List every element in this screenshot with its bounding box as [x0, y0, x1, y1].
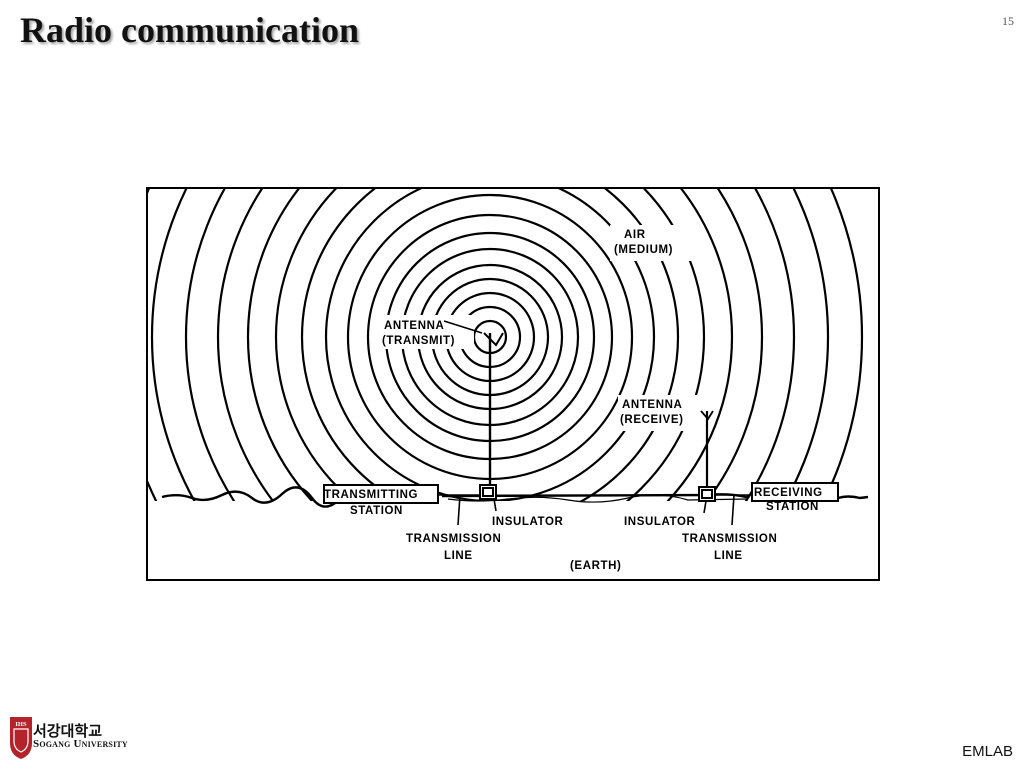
earth-label: (EARTH)	[570, 560, 621, 572]
transmission-line-left-sub-label: LINE	[444, 550, 473, 562]
insulator-right-label: INSULATOR	[624, 516, 696, 528]
antenna-receive-label: ANTENNA	[622, 399, 682, 411]
radio-communication-diagram: AIR (MEDIUM) ANTENNA (TRANSMIT) ANTENNA …	[146, 187, 880, 581]
university-english-name: Sogang University	[33, 738, 128, 750]
transmitting-station-box	[323, 484, 439, 504]
wave-front	[274, 189, 706, 501]
wave-front	[151, 189, 829, 501]
air-label: AIR	[624, 229, 646, 241]
transmit-antenna	[443, 320, 504, 485]
transmitting-station-sub-label: STATION	[350, 505, 403, 517]
wave-front	[300, 189, 680, 501]
lab-name: EMLAB	[962, 743, 1013, 760]
slide-title: Radio communication	[20, 10, 360, 50]
transmission-lines	[436, 494, 752, 526]
wave-front	[246, 189, 734, 501]
transmission-line-left-label: TRANSMISSION	[406, 533, 501, 545]
sogang-university-logo: IHS	[10, 717, 32, 759]
university-korean-name: 서강대학교	[33, 722, 103, 740]
label-backgrounds	[382, 225, 702, 431]
receiving-station-sub-label: STATION	[766, 501, 819, 513]
logo-badge-text: IHS	[15, 721, 27, 728]
antenna-receive-sub-label: (RECEIVE)	[620, 414, 684, 426]
transmitting-station-label: TRANSMITTING	[324, 489, 418, 501]
wave-front	[184, 189, 796, 501]
antenna-transmit-sub-label: (TRANSMIT)	[382, 335, 455, 347]
receiving-station-box	[751, 482, 839, 502]
medium-label: (MEDIUM)	[614, 244, 673, 256]
insulator-left-label: INSULATOR	[492, 516, 564, 528]
transmit-insulator	[479, 484, 497, 500]
transmission-line-right-label: TRANSMISSION	[682, 533, 777, 545]
wave-front	[324, 189, 656, 501]
wave-front	[216, 189, 764, 501]
wave-front	[148, 189, 863, 501]
transmission-line-right-sub-label: LINE	[714, 550, 743, 562]
antenna-transmit-label: ANTENNA	[384, 320, 444, 332]
receive-antenna	[700, 410, 714, 487]
diagram-canvas: AIR (MEDIUM) ANTENNA (TRANSMIT) ANTENNA …	[148, 189, 869, 572]
receive-insulator	[698, 486, 716, 502]
shield-icon	[10, 717, 32, 759]
receiving-station-label: RECEIVING	[754, 487, 823, 499]
page-number: 15	[1002, 14, 1014, 28]
